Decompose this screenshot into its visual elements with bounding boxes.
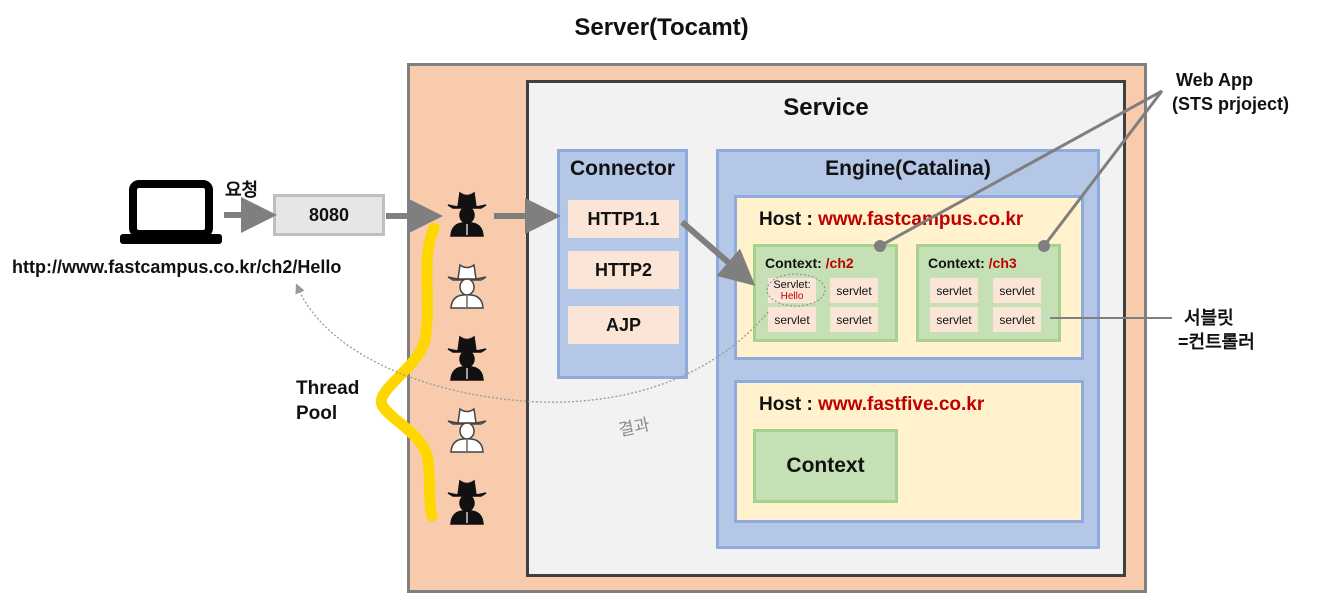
thread-user-icon (447, 407, 487, 453)
laptop-icon (120, 180, 222, 244)
servlet-hello: Servlet: Hello (768, 278, 816, 303)
engine-label: Engine(Catalina) (825, 157, 991, 180)
thread-pool-line2: Pool (296, 403, 338, 424)
context-ch3: Context: /ch3 servlet servlet servlet se… (916, 244, 1061, 342)
servlet-hello-label: Servlet: (773, 278, 811, 291)
service-label: Service (783, 94, 869, 121)
protocol-ajp: AJP (568, 306, 679, 344)
protocol-http2: HTTP2 (568, 251, 679, 289)
protocol-http11: HTTP1.1 (568, 200, 679, 238)
request-url: http://www.fastcampus.co.kr/ch2/Hello (12, 257, 342, 277)
servlet-note-line2: =컨트롤러 (1178, 332, 1255, 352)
thread-pool-line1: Thread (296, 378, 360, 399)
thread-user-icon (447, 263, 487, 309)
result-return-curve (295, 283, 769, 403)
servlet-cell: servlet (830, 278, 878, 303)
host-label: Host : www.fastcampus.co.kr (759, 209, 1023, 231)
connector-label: Connector (570, 157, 675, 180)
hello-servlet-highlight (766, 273, 826, 307)
servlet-note-line1: 서블릿 (1184, 308, 1234, 328)
servlet-cell: servlet (930, 307, 978, 332)
web-app-dot (1038, 240, 1050, 252)
context-label: Context: /ch2 (765, 255, 854, 271)
web-app-connector-line (879, 89, 1163, 248)
context-ch2: Context: /ch2 Servlet: Hello servlet ser… (753, 244, 898, 342)
arrow-right-icon (680, 219, 756, 286)
host-domain: www.fastcampus.co.kr (818, 209, 1024, 230)
context-fastfive: Context (753, 429, 898, 503)
web-app-line2: (STS prjoject) (1172, 94, 1290, 114)
servlet-hello-name: Hello (780, 290, 804, 302)
host-label: Host : www.fastfive.co.kr (759, 394, 984, 416)
context-path: /ch2 (825, 255, 854, 271)
host-prefix: Host : (759, 394, 819, 415)
thread-user-icon (447, 191, 487, 237)
servlet-cell: servlet (993, 278, 1041, 303)
web-app-connector-line (1042, 90, 1164, 247)
request-label: 요청 (225, 180, 259, 200)
web-app-note: Web App (STS prjoject) (1172, 68, 1289, 116)
servlet-cell: servlet (993, 307, 1041, 332)
host-prefix: Host : (759, 209, 819, 230)
servlet-cell: servlet (830, 307, 878, 332)
context-path: /ch3 (988, 255, 1017, 271)
thread-user-icon (447, 335, 487, 381)
thread-pool-band (375, 222, 440, 522)
context-prefix: Context: (928, 255, 989, 271)
servlet-cell: servlet (768, 307, 816, 332)
context-label: Context: /ch3 (928, 255, 1017, 271)
web-app-dot (874, 240, 886, 252)
host-domain: www.fastfive.co.kr (818, 394, 985, 415)
servlet-cell: servlet (930, 278, 978, 303)
thread-users (447, 191, 487, 525)
thread-user-icon (447, 479, 487, 525)
thread-pool-label: Thread Pool (296, 376, 359, 426)
web-app-line1: Web App (1176, 70, 1253, 90)
context-prefix: Context: (765, 255, 826, 271)
servlet-note: 서블릿 =컨트롤러 (1178, 306, 1255, 354)
page-title: Server(Tocamt) (574, 14, 749, 41)
